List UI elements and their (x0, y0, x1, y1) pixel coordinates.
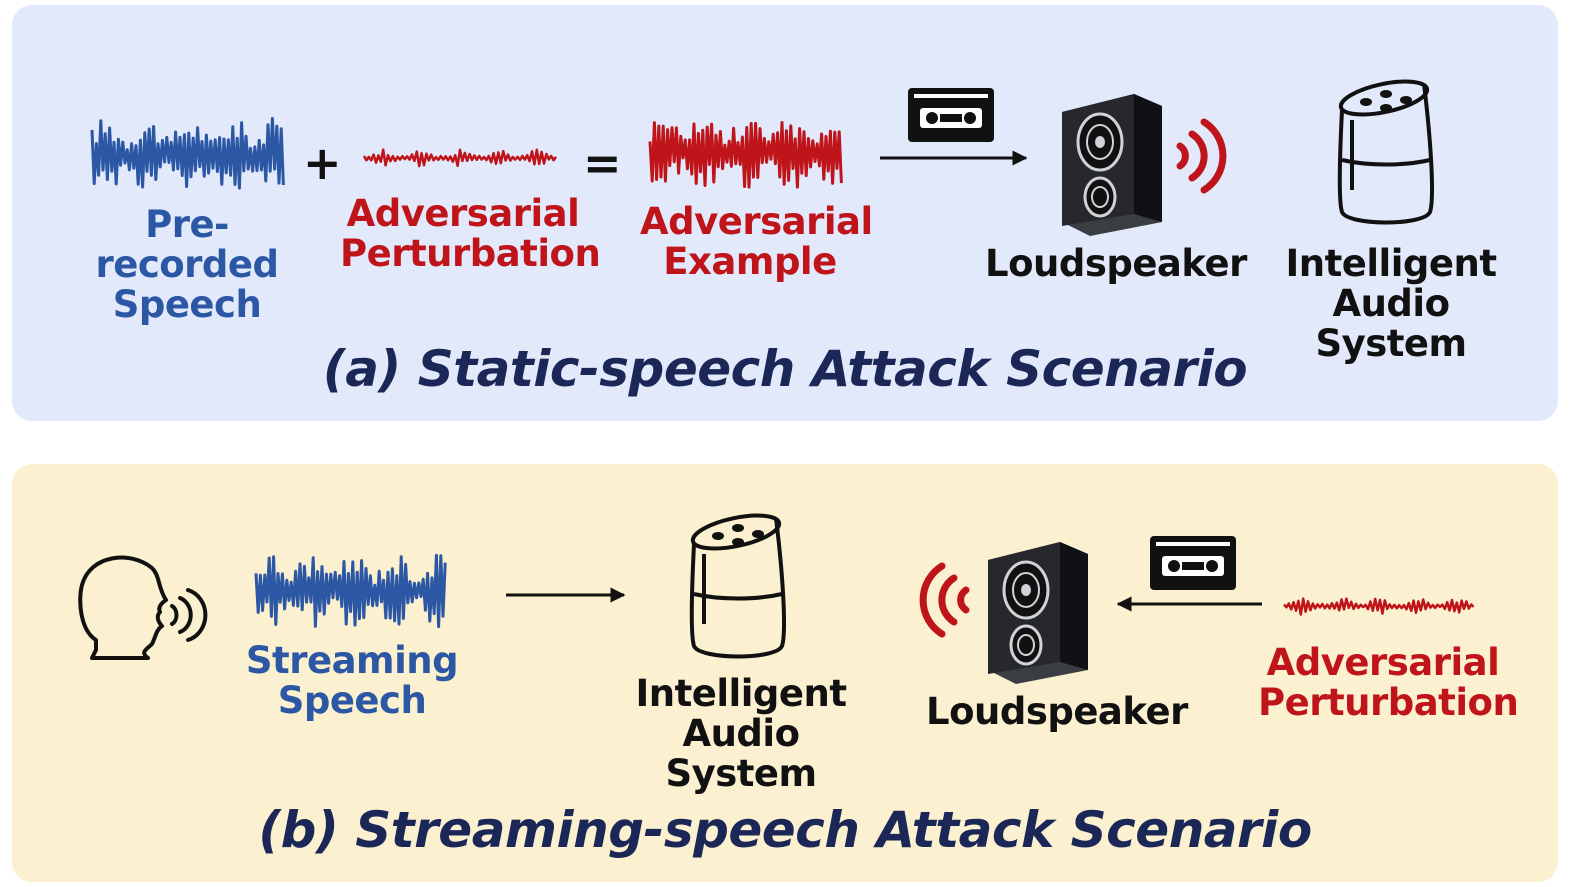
intelligent-audio-system-label: Intelligent Audio System (1285, 242, 1497, 365)
caption-static-speech: (a) Static-speech Attack Scenario (322, 340, 1248, 398)
static-speech-panel (12, 5, 1558, 421)
waveform-icon (90, 117, 285, 190)
prerecorded-speech-label: Pre-recorded Speech (95, 203, 279, 326)
waveform-icon (648, 121, 843, 189)
intelligent-audio-system-label: Intelligent Audio System (635, 672, 847, 795)
adversarial-perturbation-label: Adversarial Perturbation (1258, 641, 1519, 724)
streaming-speech-panel (12, 464, 1558, 882)
smart-speaker-icon (1336, 73, 1434, 225)
adversarial-example-label: Adversarial Example (640, 200, 873, 283)
loudspeaker-icon (986, 540, 1090, 686)
loudspeaker-icon (1060, 92, 1164, 238)
cassette-tape-icon (908, 88, 994, 142)
sound-waves-icon (919, 562, 970, 638)
equals-sign: = (583, 136, 622, 190)
smart-speaker-icon (688, 507, 786, 659)
speaking-head-icon (78, 555, 208, 660)
loudspeaker-label: Loudspeaker (985, 242, 1247, 285)
caption-streaming-speech: (b) Streaming-speech Attack Scenario (258, 801, 1312, 859)
sound-waves-icon (1176, 118, 1227, 194)
loudspeaker-label: Loudspeaker (926, 690, 1188, 733)
plus-sign: + (303, 136, 342, 190)
waveform-icon (254, 553, 447, 629)
streaming-speech-label: Streaming Speech (245, 639, 459, 722)
waveform-icon (362, 148, 558, 168)
cassette-tape-icon (1150, 536, 1236, 590)
adversarial-perturbation-label: Adversarial Perturbation (340, 192, 601, 275)
waveform-icon (1283, 597, 1475, 616)
